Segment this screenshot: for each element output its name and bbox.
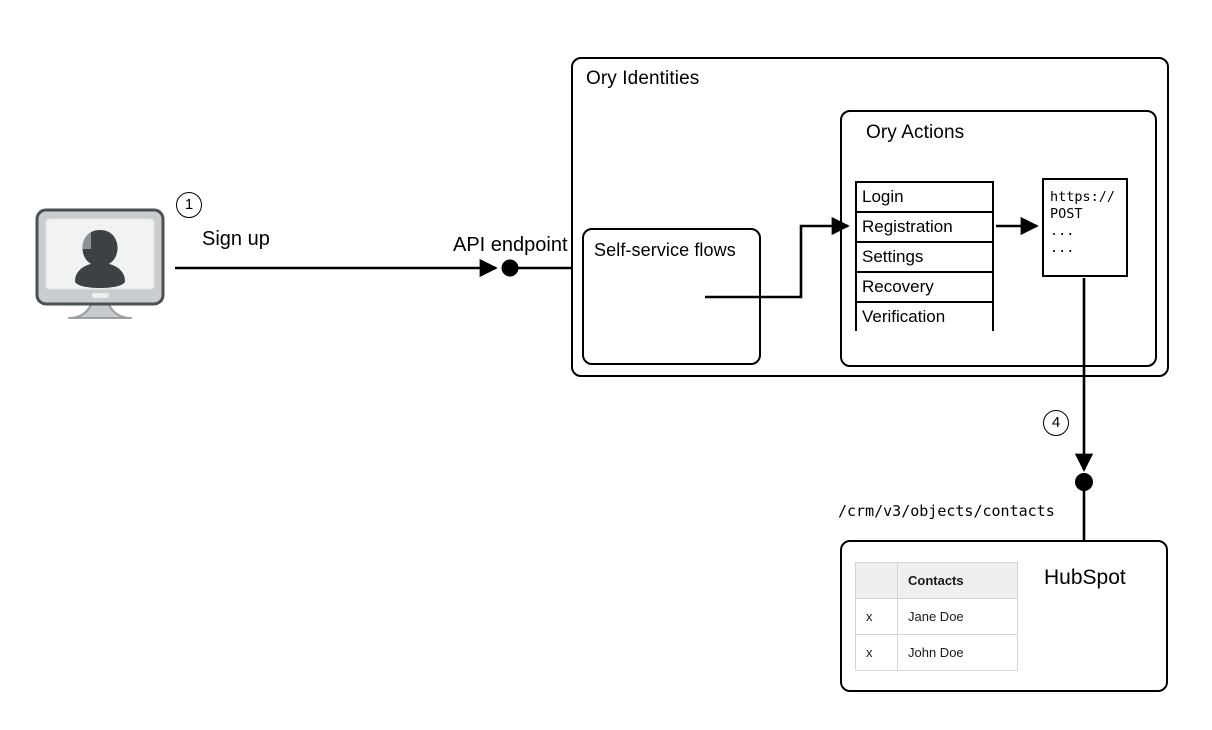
contact-name: Jane Doe [897,598,1018,635]
flow-item-settings[interactable]: Settings [857,243,992,273]
contact-mark: x [855,634,898,671]
flow-item-recovery[interactable]: Recovery [857,273,992,303]
ory-identities-title: Ory Identities [586,68,700,89]
contacts-table-header-row: Contacts [855,562,1018,599]
contacts-header-name: Contacts [897,562,1018,599]
step-badge-4: 4 [1043,410,1069,436]
contacts-table: Contacts x Jane Doe x John Doe [855,562,1018,671]
flows-list: Login Registration Settings Recovery Ver… [855,181,994,333]
flow-item-registration[interactable]: Registration [857,213,992,243]
monitor-svg [35,208,165,319]
webhook-line-4: ... [1050,240,1075,256]
api-endpoint-label: API endpoint [453,234,568,256]
crm-path-label: /crm/v3/objects/contacts [838,502,1055,520]
flow-item-login[interactable]: Login [857,183,992,213]
self-service-flows-title: Self-service flows [594,240,736,260]
table-row[interactable]: x Jane Doe [855,598,1018,635]
api-endpoint-dot [501,259,519,277]
contact-name: John Doe [897,634,1018,671]
hubspot-endpoint-dot [1075,473,1093,491]
contact-mark: x [855,598,898,635]
user-monitor-icon [35,208,165,324]
table-row[interactable]: x John Doe [855,634,1018,671]
webhook-line-2: POST [1050,206,1083,222]
webhook-request-box: https:// POST ... ... [1042,178,1128,277]
ory-actions-title: Ory Actions [866,122,965,143]
hubspot-title: HubSpot [1044,566,1126,589]
webhook-line-3: ... [1050,223,1075,239]
step-badge-1: 1 [176,192,202,218]
flow-item-verification[interactable]: Verification [857,303,992,333]
contacts-header-mark [855,562,898,599]
sign-up-label: Sign up [202,228,270,250]
webhook-line-1: https:// [1050,189,1116,205]
